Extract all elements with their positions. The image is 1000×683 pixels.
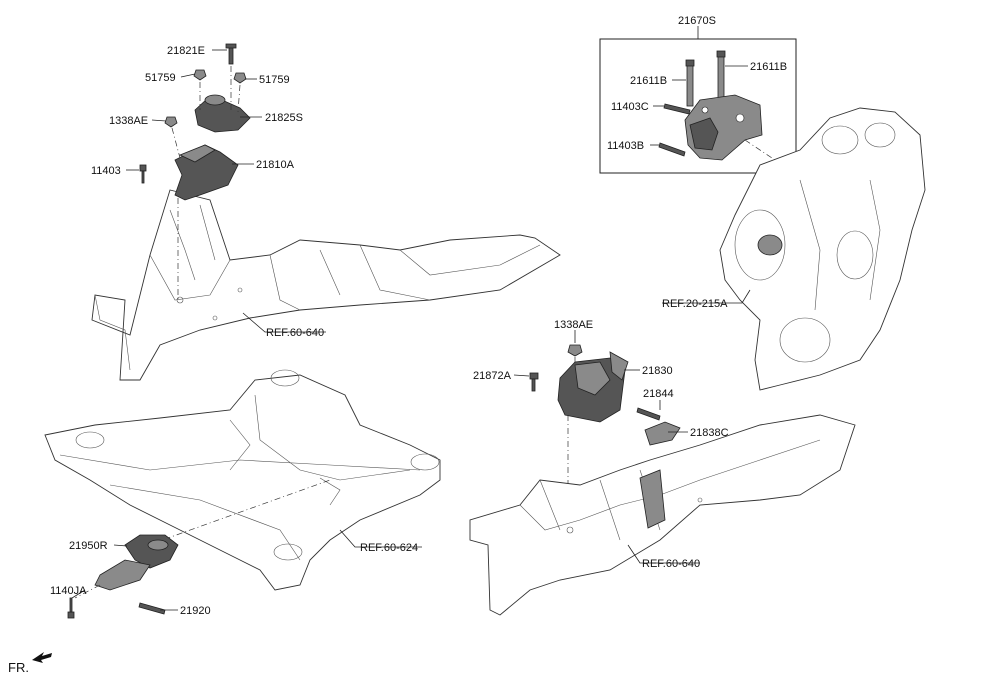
label-21830: 21830: [642, 365, 673, 377]
engine-mount-bracket-21810A: [174, 144, 239, 201]
label-11403B: 11403B: [607, 140, 644, 152]
label-21838C: 21838C: [690, 427, 729, 439]
front-side-member-left: [91, 189, 561, 381]
label-11403: 11403: [91, 165, 121, 177]
fr-label: FR.: [8, 660, 29, 675]
front-direction-indicator: FR.: [8, 652, 52, 675]
label-1338AE-top: 1338AE: [109, 115, 148, 127]
leader-lines: [71, 26, 751, 611]
label-51759-left: 51759: [145, 72, 176, 84]
transmission-mount-21830: [529, 344, 681, 446]
roll-rod-bracket-21950R: [67, 534, 179, 619]
label-21611B-right: 21611B: [750, 61, 787, 73]
front-arrow-icon: [32, 652, 52, 663]
ref-60-624: REF.60-624: [360, 542, 418, 554]
label-1338AE-mid: 1338AE: [554, 319, 593, 331]
ref-20-215A: REF.20-215A: [662, 298, 728, 310]
label-21950R: 21950R: [69, 540, 108, 552]
bracket-21670S: [658, 50, 763, 161]
ref-60-640-bottom: REF.60-640: [642, 558, 700, 570]
label-21611B-left: 21611B: [630, 75, 667, 87]
timing-chain-cover: [719, 107, 926, 391]
ref-60-640-top: REF.60-640: [266, 327, 324, 339]
engine-mount-insulator-21825S: [194, 94, 251, 133]
label-21821E: 21821E: [167, 45, 205, 57]
label-11403C: 11403C: [611, 101, 649, 113]
label-21825S: 21825S: [265, 112, 303, 124]
label-21920: 21920: [180, 605, 211, 617]
front-subframe: [44, 369, 441, 591]
label-21670S: 21670S: [678, 15, 716, 27]
front-side-member-right: [469, 414, 856, 616]
label-1140JA: 1140JA: [50, 585, 87, 597]
label-21872A: 21872A: [473, 370, 512, 382]
label-21844: 21844: [643, 388, 674, 400]
label-51759-right: 51759: [259, 74, 290, 86]
label-21810A: 21810A: [256, 159, 295, 171]
fasteners-top-left: [139, 43, 247, 184]
